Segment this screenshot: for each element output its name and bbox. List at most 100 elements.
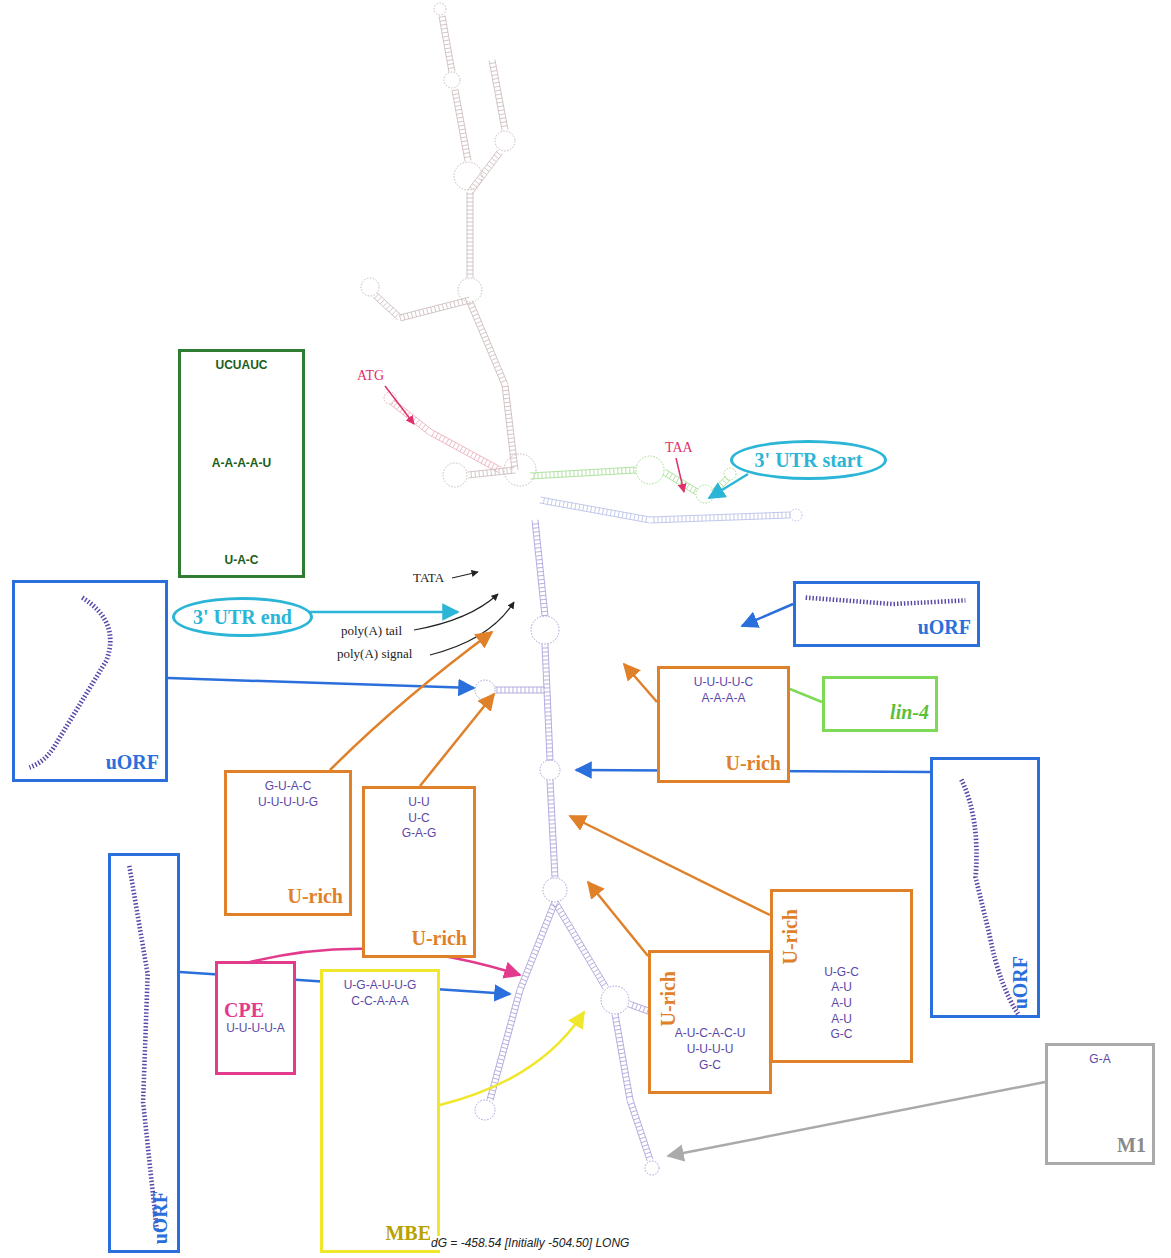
rna-loop bbox=[696, 485, 714, 503]
inset-box: CPEU-U-U-U-A bbox=[215, 961, 296, 1075]
rna-loop bbox=[790, 509, 802, 521]
rna-stem bbox=[662, 469, 698, 494]
element-label: TATA bbox=[412, 570, 445, 586]
region-label: MBE bbox=[385, 1222, 431, 1244]
nucleotide-sequence: G-C bbox=[699, 1058, 721, 1074]
element-label: poly(A) signal bbox=[336, 646, 413, 662]
rna-loop bbox=[531, 616, 559, 644]
region-label: U-rich bbox=[287, 885, 343, 907]
rna-stem bbox=[530, 467, 636, 479]
rna-stem bbox=[390, 400, 432, 435]
inset-structure bbox=[15, 583, 165, 779]
inset-box: uORF bbox=[930, 757, 1040, 1018]
rna-stem bbox=[547, 780, 558, 878]
inset-box: U-rich G-U-A-CU-U-U-U-G bbox=[224, 770, 352, 916]
nucleotide-sequence: U-C bbox=[408, 811, 429, 827]
region-label: lin-4 bbox=[890, 701, 929, 723]
region-label: uORF bbox=[106, 751, 159, 773]
nucleotide-sequence: UCUAUC bbox=[216, 358, 268, 374]
callout-ellipse: 3' UTR end bbox=[172, 597, 313, 637]
rna-stem bbox=[552, 900, 608, 989]
nucleotide-sequence: U-G-C bbox=[824, 965, 859, 981]
callout-ellipse: 3' UTR start bbox=[730, 440, 887, 480]
inset-box: lin-4 bbox=[822, 676, 938, 732]
nucleotide-sequence: U-G-A-U-U-G bbox=[344, 978, 417, 994]
stop-codon-label: TAA bbox=[664, 440, 694, 456]
region-label: U-rich bbox=[725, 752, 781, 774]
nucleotide-sequence: U-U bbox=[408, 795, 429, 811]
energy-note: dG = -458.54 [Initially -504.50] LONG bbox=[430, 1236, 630, 1250]
inset-box: U-rich U-UU-CG-A-G bbox=[362, 786, 476, 958]
rna-stem bbox=[627, 1099, 653, 1161]
rna-loop bbox=[434, 3, 446, 15]
inset-box: UCUAUC A-A-A-A-U U-A-C bbox=[178, 349, 305, 578]
region-label: uORF bbox=[149, 1191, 171, 1244]
rna-stem bbox=[517, 901, 558, 991]
rna-stem bbox=[439, 15, 455, 72]
start-codon-label: ATG bbox=[356, 368, 385, 384]
rna-loop bbox=[475, 1100, 495, 1120]
inset-stem bbox=[806, 598, 966, 604]
rna-loop bbox=[504, 454, 536, 486]
rna-stem bbox=[542, 644, 553, 760]
rna-stem bbox=[429, 429, 502, 472]
rna-loop bbox=[724, 468, 736, 480]
rna-stem bbox=[489, 59, 508, 130]
rna-loop bbox=[540, 760, 560, 780]
nucleotide-sequence: G-A bbox=[1089, 1052, 1110, 1068]
region-label: CPE bbox=[224, 999, 264, 1021]
rna-loop bbox=[454, 162, 482, 190]
rna-stem bbox=[532, 520, 548, 617]
element-label: poly(A) tail bbox=[340, 623, 403, 639]
inset-box: MBE U-G-A-U-U-GC-C-A-A-A bbox=[320, 969, 440, 1253]
region-label: M1 bbox=[1117, 1134, 1146, 1156]
rna-stem bbox=[468, 150, 503, 194]
rna-stem bbox=[539, 497, 650, 523]
rna-loop bbox=[361, 278, 379, 296]
region-label: U-rich bbox=[411, 927, 467, 949]
rna-loop bbox=[444, 72, 460, 88]
rna-stem bbox=[487, 989, 523, 1101]
rna-stem bbox=[467, 192, 473, 278]
region-label: U-rich bbox=[657, 971, 679, 1027]
inset-box: U-richU-G-CA-UA-UA-UG-C bbox=[770, 889, 913, 1063]
region-label: U-rich bbox=[779, 909, 801, 965]
nucleotide-sequence: A-U-C-A-C-U bbox=[675, 1026, 746, 1042]
nucleotide-sequence: A-U bbox=[831, 980, 852, 996]
rna-loop bbox=[495, 131, 515, 151]
inset-box: uORF bbox=[108, 853, 180, 1253]
nucleotide-sequence: U-U-U-U-C bbox=[694, 675, 753, 691]
rna-loop bbox=[636, 456, 664, 484]
region-label: uORF bbox=[1009, 956, 1031, 1009]
nucleotide-sequence: G-A-G bbox=[402, 826, 437, 842]
inset-box: U-richA-U-C-A-C-UU-U-U-UG-C bbox=[648, 950, 772, 1094]
nucleotide-sequence: A-U bbox=[831, 996, 852, 1012]
rna-stem bbox=[467, 301, 508, 386]
nucleotide-sequence: C-C-A-A-A bbox=[351, 994, 408, 1010]
nucleotide-sequence: G-U-A-C bbox=[265, 779, 312, 795]
rna-loop bbox=[601, 986, 629, 1014]
nucleotide-sequence: U-U-U-U-G bbox=[258, 795, 318, 811]
inset-stem bbox=[29, 598, 110, 768]
rna-stem bbox=[650, 512, 790, 523]
rna-stem bbox=[399, 297, 470, 321]
nucleotide-sequence: U-U-U-U bbox=[687, 1042, 734, 1058]
nucleotide-sequence: A-U bbox=[831, 1012, 852, 1028]
rna-loop bbox=[645, 1161, 659, 1175]
rna-stem bbox=[452, 89, 471, 161]
inset-box: U-richU-U-U-U-CA-A-A-A bbox=[657, 666, 790, 783]
rna-loop bbox=[443, 463, 467, 487]
nucleotide-sequence: A-A-A-A-U bbox=[212, 456, 271, 472]
nucleotide-sequence: U-A-C bbox=[225, 553, 259, 569]
inset-box: uORF bbox=[793, 581, 980, 647]
rna-stem bbox=[373, 293, 402, 320]
region-label: 3' UTR start bbox=[755, 449, 863, 471]
rna-loop bbox=[543, 878, 567, 902]
rna-stem bbox=[468, 467, 516, 478]
inset-box: M1 G-A bbox=[1045, 1043, 1155, 1165]
rna-loop bbox=[458, 278, 482, 302]
region-label: 3' UTR end bbox=[193, 606, 292, 628]
nucleotide-sequence: U-U-U-U-A bbox=[226, 1021, 285, 1037]
inset-stem bbox=[129, 866, 157, 1230]
inset-box: uORF bbox=[12, 580, 168, 782]
